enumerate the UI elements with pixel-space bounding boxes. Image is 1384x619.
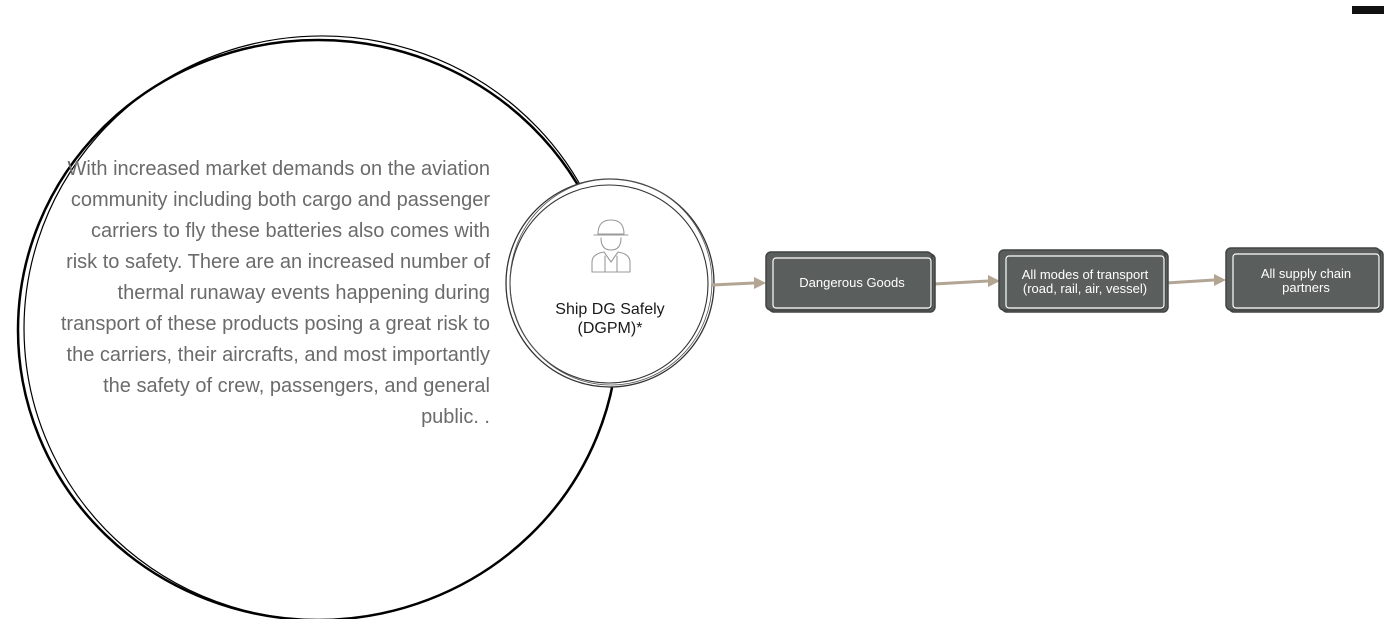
description-paragraph: With increased market demands on the avi… xyxy=(60,158,490,428)
hub-circle xyxy=(505,178,715,388)
hub-label: Ship DG Safely (DGPM)* xyxy=(555,301,665,337)
box-label-text: All modes of transport (road, rail, air,… xyxy=(1021,267,1149,296)
box-label-supply-chain: All supply chain partners xyxy=(1233,254,1379,308)
box-dangerous-goods xyxy=(765,251,936,313)
corner-bar xyxy=(1352,6,1384,14)
connectors xyxy=(711,278,1215,287)
box-label-dangerous-goods: Dangerous Goods xyxy=(773,258,931,308)
box-label-all-modes: All modes of transport (road, rail, air,… xyxy=(1006,256,1164,308)
worker-hardhat-icon xyxy=(591,219,631,273)
box-label-text: All supply chain partners xyxy=(1260,266,1352,295)
box-all-supply-chain-partners xyxy=(1225,247,1384,313)
connector-arrowheads xyxy=(754,274,1226,289)
box-label-text: Dangerous Goods xyxy=(799,275,905,290)
box-all-modes-of-transport xyxy=(998,249,1169,313)
